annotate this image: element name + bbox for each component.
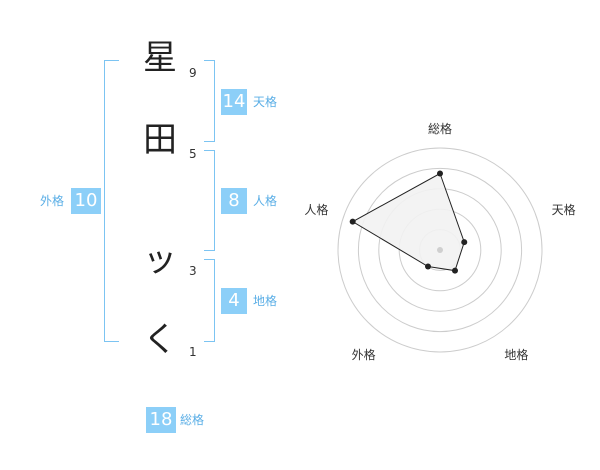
name-char-1: 星 <box>143 38 177 78</box>
stroke-count-3: 3 <box>189 264 197 278</box>
soukaku-label: 総格 <box>180 413 205 427</box>
radar-point <box>425 263 432 270</box>
jinkaku-value: 8 <box>221 188 247 214</box>
radar-point <box>437 170 443 177</box>
radar-point <box>349 218 356 225</box>
radar-point <box>451 267 458 274</box>
gaikaku-value: 10 <box>71 188 101 214</box>
radar-label: 天格 <box>552 202 576 217</box>
gaikaku-bracket <box>104 60 119 342</box>
radar-ring <box>357 167 523 333</box>
chikaku-label: 地格 <box>253 294 278 308</box>
tenkaku-bracket <box>204 60 215 142</box>
radar-label: 外格 <box>352 347 376 362</box>
stroke-count-4: 1 <box>189 345 197 359</box>
tenkaku-value: 14 <box>221 89 247 115</box>
stroke-count-2: 5 <box>189 147 197 161</box>
radar-ring <box>337 147 543 353</box>
radar-label: 人格 <box>304 202 328 217</box>
gaikaku-label: 外格 <box>40 194 65 208</box>
radar-point <box>461 239 468 246</box>
radar-points <box>349 170 468 274</box>
radar-label: 総格 <box>428 121 452 136</box>
name-char-3: ッ <box>143 240 177 280</box>
tenkaku-label: 天格 <box>253 95 278 109</box>
jinkaku-label: 人格 <box>253 194 278 208</box>
radar-shape <box>351 172 465 272</box>
chikaku-value: 4 <box>221 288 247 314</box>
chikaku-bracket <box>204 259 215 342</box>
stroke-count-1: 9 <box>189 66 197 80</box>
name-char-4: く <box>143 320 177 360</box>
jinkaku-bracket <box>204 150 215 251</box>
soukaku-value: 18 <box>146 407 176 433</box>
radar-center-dot <box>437 247 443 253</box>
radar-label: 地格 <box>504 347 528 362</box>
name-char-2: 田 <box>143 120 177 160</box>
